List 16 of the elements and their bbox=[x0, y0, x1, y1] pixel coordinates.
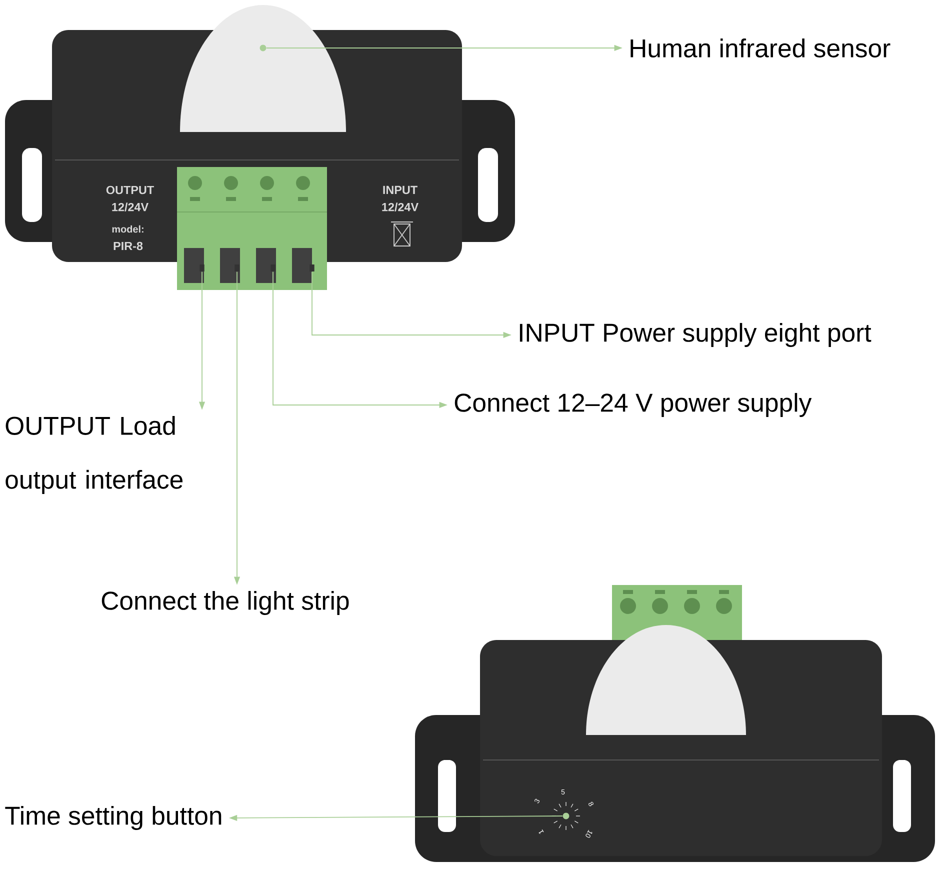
device-label: OUTPUT bbox=[106, 186, 154, 194]
terminal-slot bbox=[270, 264, 276, 272]
callout-text: Connect 12–24 V power supply bbox=[454, 392, 812, 417]
callout-text: Connect the light strip bbox=[102, 590, 349, 615]
callout-text: OUTPUT Load output interface bbox=[6, 416, 183, 494]
terminal-slot bbox=[234, 264, 240, 272]
terminal-slot bbox=[310, 264, 314, 272]
terminal-slot bbox=[200, 264, 204, 272]
device-label: 12/24V bbox=[112, 202, 148, 212]
device-label: model: bbox=[112, 225, 144, 233]
device-label: INPUT bbox=[383, 186, 418, 194]
callout-text: Time setting button bbox=[5, 806, 222, 830]
callout-text: INPUT Power supply eight port bbox=[520, 322, 872, 347]
callout-text: Human infrared sensor bbox=[630, 38, 890, 58]
device-label: PIR-8 bbox=[114, 242, 143, 250]
device-label: 12/24V bbox=[382, 202, 418, 212]
